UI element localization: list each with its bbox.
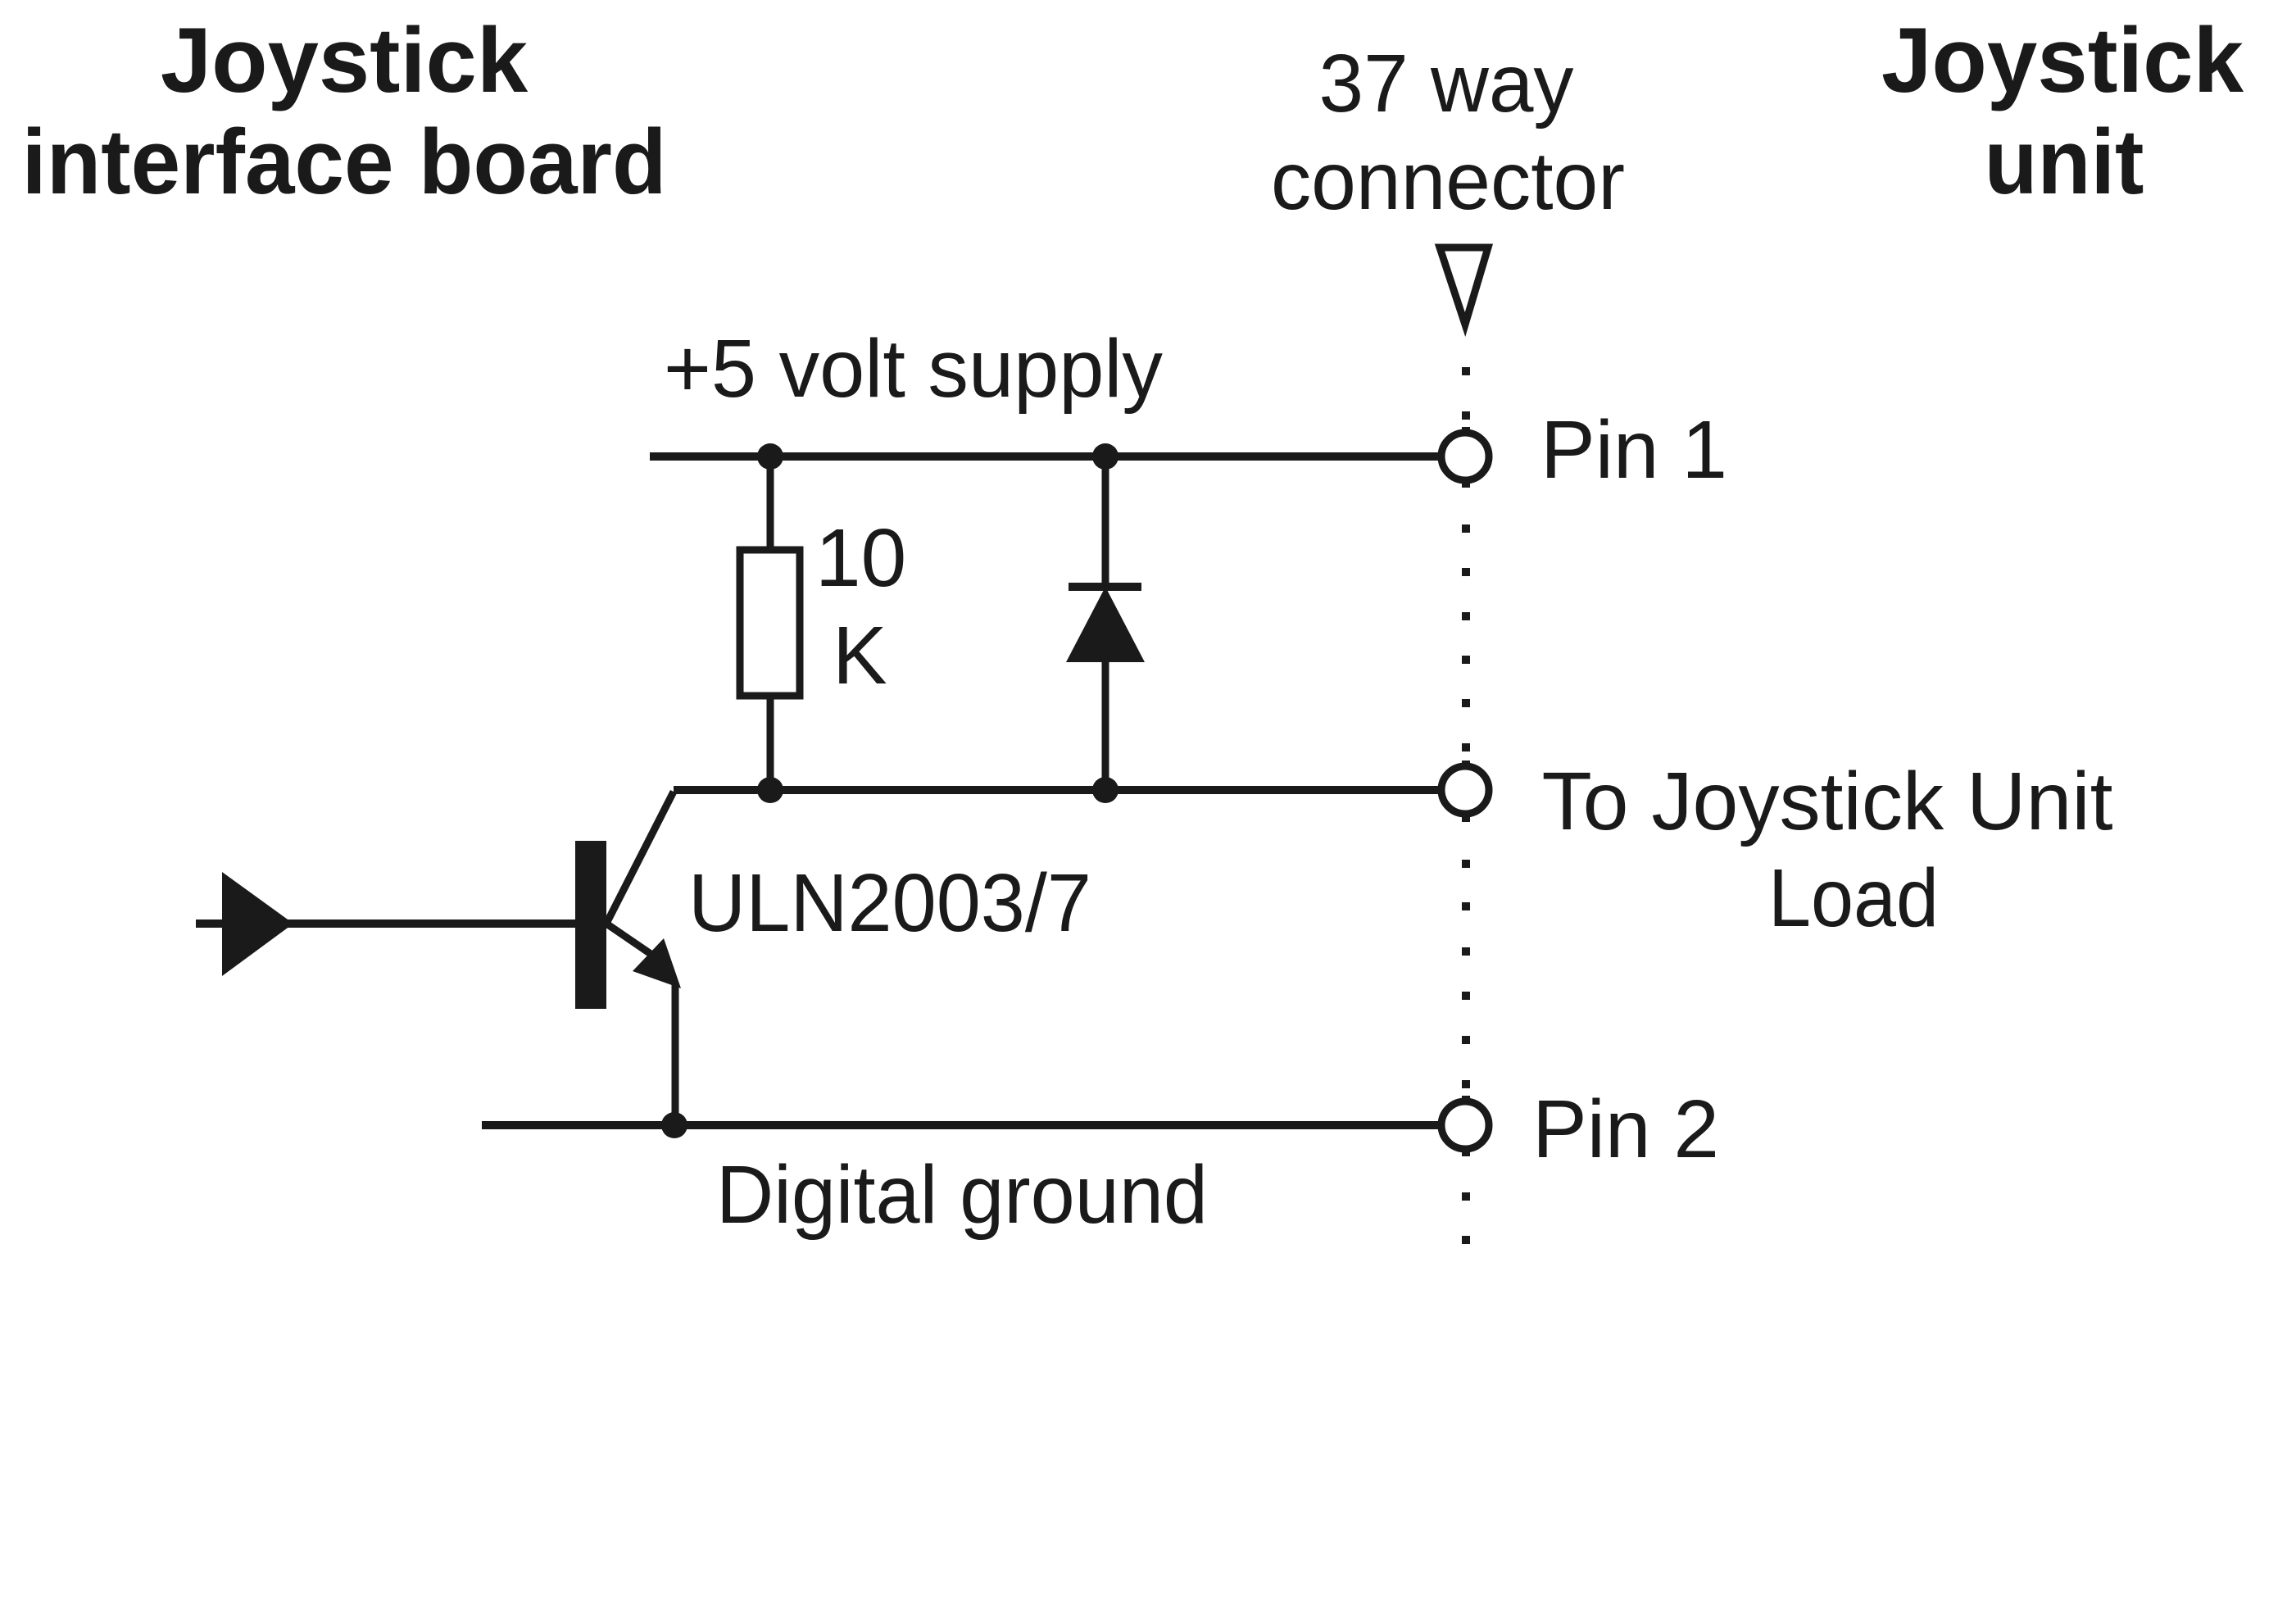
diode-cathode-bar-icon <box>1069 583 1141 591</box>
transistor-emitter-lead <box>604 920 658 960</box>
pin-1: Pin 1 <box>1437 404 1727 496</box>
resistor-body-icon <box>736 546 804 700</box>
pin-load-label-line2: Load <box>1768 852 1939 944</box>
resistor-value-line2: K <box>833 610 887 702</box>
heading-joystick-unit: Joystick unit <box>1881 9 2244 213</box>
transistor-emitter-arrow-icon <box>633 938 681 988</box>
connector-dot <box>1462 524 1470 533</box>
pin-load-label-line1: To Joystick Unit <box>1542 756 2113 847</box>
heading-interface-board: Joystick interface board <box>22 9 667 213</box>
connector-marker-icon <box>1434 243 1494 338</box>
connector-dot <box>1462 947 1470 956</box>
connector-dot <box>1462 1192 1470 1201</box>
input-arrow-icon <box>222 872 293 976</box>
connector-dot <box>1462 814 1470 822</box>
heading-right-line1: Joystick <box>1881 9 2244 111</box>
connector-dot <box>1462 1080 1470 1088</box>
ground-net-label: Digital ground <box>716 1149 1208 1241</box>
pin-load: To Joystick Unit Load <box>1437 756 2113 944</box>
connector-dot <box>1462 612 1470 620</box>
heading-left-line1: Joystick <box>161 9 529 111</box>
connector-dot <box>1462 699 1470 707</box>
transistor-collector-lead <box>602 789 678 926</box>
heading-connector-line2: connector <box>1271 135 1625 227</box>
connector-dot <box>1462 656 1470 664</box>
connector-dot <box>1462 1236 1470 1244</box>
heading-right-line2: unit <box>1985 111 2144 213</box>
junction-dot <box>661 1112 687 1138</box>
pin-2: Pin 2 <box>1437 1083 1719 1175</box>
resistor-value-line1: 10 <box>815 512 906 604</box>
transistor-uln2003: ULN2003/7 <box>575 789 1091 1125</box>
clamp-diode <box>1066 456 1145 790</box>
pin-1-label: Pin 1 <box>1540 404 1727 496</box>
connector-dot <box>1462 1036 1470 1044</box>
transistor-base-bar-icon <box>575 841 606 1009</box>
connector-dot <box>1462 902 1470 910</box>
pin-load-terminal-icon <box>1437 762 1493 818</box>
pin-1-terminal-icon <box>1437 429 1493 484</box>
pin-2-label: Pin 2 <box>1532 1083 1719 1175</box>
input-signal <box>196 872 575 976</box>
supply-net-label: +5 volt supply <box>664 323 1163 415</box>
connector-dot <box>1462 860 1470 868</box>
heading-left-line2: interface board <box>22 111 667 213</box>
connector-dot <box>1462 367 1470 375</box>
connector-dot <box>1462 743 1470 751</box>
connector-dot <box>1462 992 1470 1000</box>
heading-connector: 37 way connector <box>1271 38 1625 227</box>
diode-triangle-icon <box>1066 587 1145 662</box>
connector-dot <box>1462 411 1470 420</box>
pin-2-terminal-icon <box>1437 1097 1493 1153</box>
heading-connector-line1: 37 way <box>1319 38 1574 129</box>
transistor-part-label: ULN2003/7 <box>688 857 1091 949</box>
resistor-10k: 10 K <box>736 456 906 790</box>
connector-dot <box>1462 568 1470 576</box>
